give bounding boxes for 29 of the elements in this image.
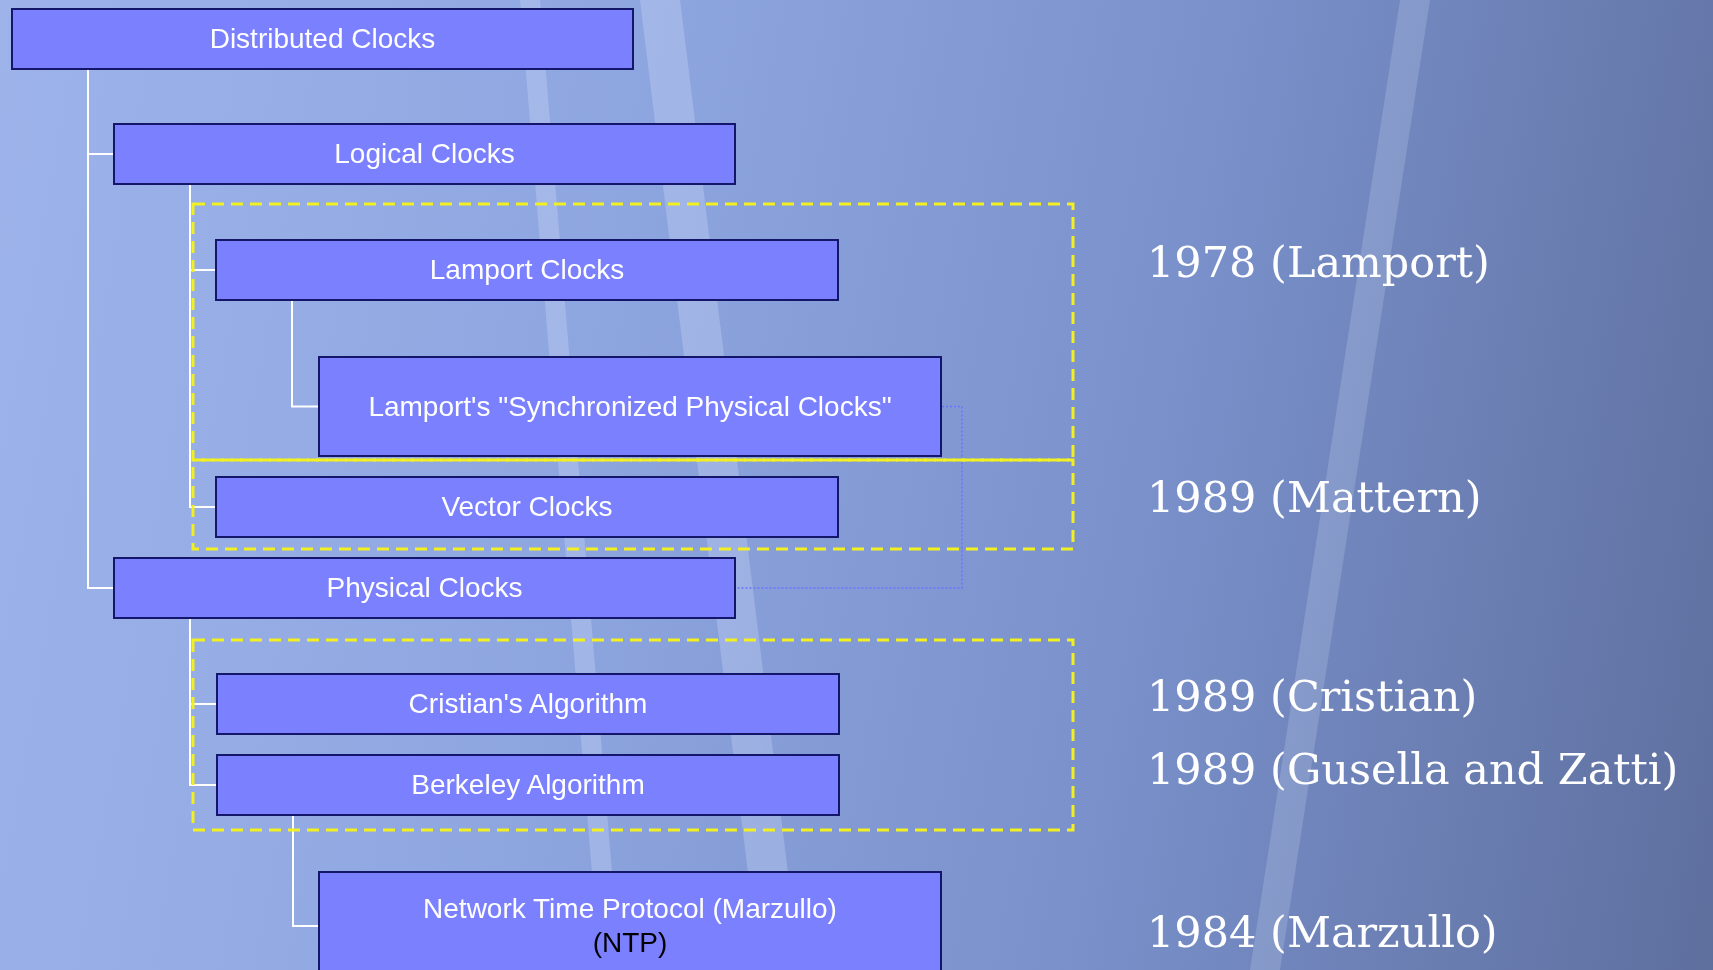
process-box <box>216 673 840 735</box>
node-label: Network Time Protocol (Marzullo) <box>423 892 837 926</box>
year-annotation: 1989 (Mattern) <box>1147 472 1482 522</box>
node-label: Lamport's "Synchronized Physical Clocks" <box>368 389 892 424</box>
process-box <box>215 476 839 538</box>
tree-connector <box>291 300 319 408</box>
process-box <box>11 8 634 70</box>
node-label: (NTP) <box>592 926 668 960</box>
process-box <box>113 123 736 185</box>
year-annotation: 1978 (Lamport) <box>1147 237 1490 287</box>
process-box <box>318 356 942 457</box>
process-box <box>215 239 839 301</box>
year-annotation: 1989 (Gusella and Zatti) <box>1147 744 1679 794</box>
dotted-connector <box>735 405 963 589</box>
tree-connector <box>189 184 216 508</box>
node-label: Logical Clocks <box>334 137 515 171</box>
node-label: Cristian's Algorithm <box>408 687 648 721</box>
tree-connector <box>189 618 217 786</box>
node-label: Berkeley Algorithm <box>411 768 645 802</box>
process-box <box>318 871 942 970</box>
node-label: Distributed Clocks <box>209 22 436 56</box>
year-annotation: 1984 (Marzullo) <box>1147 907 1498 957</box>
node-label: Lamport Clocks <box>429 253 625 287</box>
node-label: Physical Clocks <box>326 571 523 605</box>
process-box <box>216 754 840 816</box>
node-label: Vector Clocks <box>441 490 613 524</box>
tree-connector <box>292 815 319 927</box>
year-annotation: 1989 (Cristian) <box>1147 671 1478 721</box>
process-box <box>113 557 736 619</box>
